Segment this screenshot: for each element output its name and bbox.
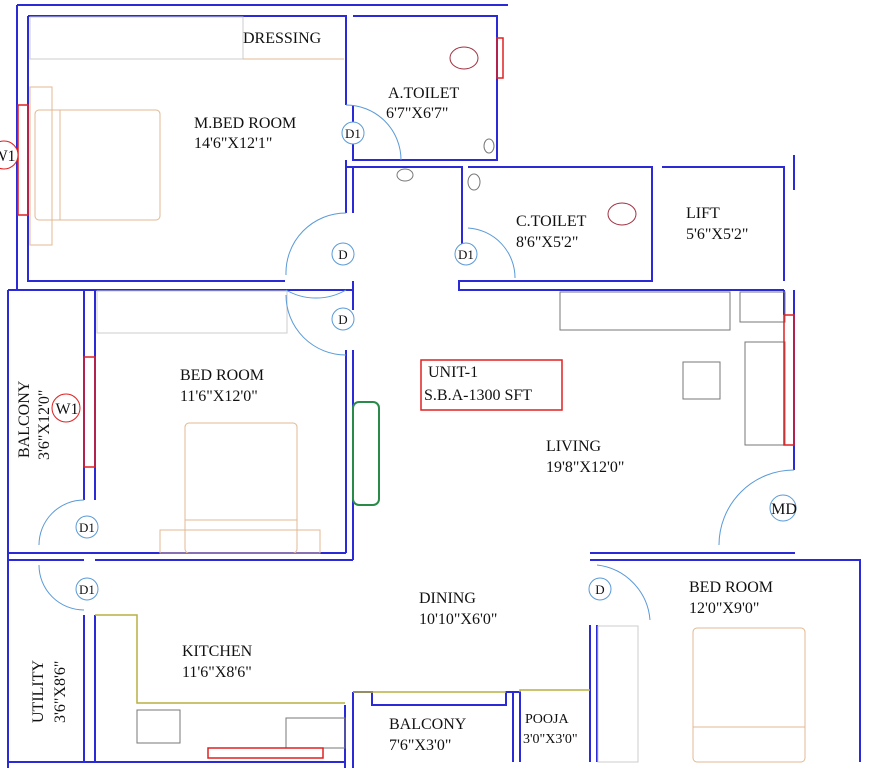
room-label-balcony-2: BALCONY: [389, 716, 467, 733]
svg-text:MD: MD: [771, 501, 797, 518]
svg-text:D: D: [338, 247, 347, 262]
unit-area: S.B.A-1300 SFT: [424, 387, 532, 404]
svg-text:D: D: [338, 312, 347, 327]
svg-text:W1: W1: [55, 401, 78, 418]
toilet-wc-icon: [607, 202, 637, 226]
svg-text:W1: W1: [0, 148, 16, 165]
svg-text:D1: D1: [458, 247, 474, 262]
door-tag: D1: [341, 121, 365, 145]
wash-basin-icon: [396, 168, 414, 182]
room-size-bedroom-1: 11'6"X12'0": [180, 388, 258, 405]
room-label-kitchen: KITCHEN: [182, 643, 253, 660]
windows: [17, 37, 795, 759]
room-label-master-bedroom: M.BED ROOM: [194, 115, 296, 132]
door-tag: D: [331, 242, 355, 266]
room-size-balcony-1: 3'6"X12'0": [36, 390, 53, 460]
door-tag: MD: [769, 494, 797, 522]
wash-basin-icon: [483, 138, 495, 154]
bed-bedroom-1: [159, 422, 321, 554]
room-size-balcony-2: 7'6"X3'0": [389, 737, 451, 754]
wardrobes: [29, 16, 639, 763]
door-swings: [38, 104, 795, 621]
window-tag: W1: [51, 393, 81, 423]
room-label-c-toilet: C.TOILET: [516, 213, 587, 230]
room-size-pooja: 3'0"X3'0": [523, 732, 578, 747]
room-size-master-bedroom: 14'6"X12'1": [194, 135, 272, 152]
stove: [136, 709, 181, 744]
sink: [285, 717, 346, 749]
svg-text:D1: D1: [79, 520, 95, 535]
door-tag: D1: [75, 515, 99, 539]
tv-unit: [352, 401, 380, 506]
door-tag: D1: [454, 242, 478, 266]
room-size-living: 19'8"X12'0": [546, 459, 624, 476]
svg-text:D1: D1: [79, 582, 95, 597]
wash-basin-icon: [467, 173, 481, 191]
room-size-a-toilet: 6'7"X6'7": [386, 105, 448, 122]
room-size-c-toilet: 8'6"X5'2": [516, 234, 578, 251]
sofa-set: [559, 291, 786, 446]
toilet-wc-icon: [449, 46, 479, 70]
door-tag: D: [588, 577, 612, 601]
door-tag: D: [331, 307, 355, 331]
room-label-pooja: POOJA: [525, 712, 569, 727]
room-label-lift: LIFT: [686, 205, 720, 222]
room-size-kitchen: 11'6"X8'6": [182, 664, 252, 681]
door-tag: D1: [75, 577, 99, 601]
room-size-dining: 10'10"X6'0": [419, 611, 497, 628]
room-size-bedroom-2: 12'0"X9'0": [689, 600, 759, 617]
svg-text:D1: D1: [345, 126, 361, 141]
room-label-living: LIVING: [546, 438, 602, 455]
window-tag: W1: [0, 140, 19, 170]
bed-master: [29, 86, 161, 246]
room-label-balcony-1: BALCONY: [16, 380, 33, 458]
unit-box: [420, 359, 563, 411]
room-label-bedroom-1: BED ROOM: [180, 367, 264, 384]
room-label-a-toilet: A.TOILET: [388, 85, 459, 102]
bed-bedroom-2: [692, 627, 806, 763]
room-label-utility: UTILITY: [30, 659, 47, 723]
room-label-bedroom-2: BED ROOM: [689, 579, 773, 596]
room-label-dining: DINING: [419, 590, 476, 607]
room-size-lift: 5'6"X5'2": [686, 226, 748, 243]
room-label-dressing: DRESSING: [243, 30, 322, 47]
room-size-utility: 3'6"X8'6": [52, 661, 69, 723]
svg-text:D: D: [595, 582, 604, 597]
unit-name: UNIT-1: [428, 364, 478, 381]
